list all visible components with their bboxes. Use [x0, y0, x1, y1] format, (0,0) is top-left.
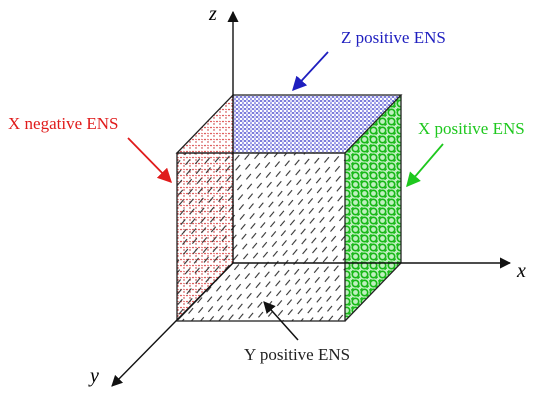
z-positive-arrow [292, 51, 329, 92]
z-positive-label: Z positive ENS [341, 28, 446, 47]
axes [111, 10, 512, 387]
y-axis-line [111, 262, 234, 387]
right-face [345, 95, 401, 321]
x-negative-arrow [127, 137, 173, 184]
x-positive-label: X positive ENS [418, 119, 525, 138]
x-axis-label: x [516, 260, 526, 282]
y-axis-label: y [88, 365, 99, 387]
cube [175, 94, 403, 322]
x-negative-label: X negative ENS [8, 114, 118, 133]
z-axis-label: z [208, 3, 217, 25]
y-positive-label: Y positive ENS [244, 345, 350, 364]
front-face [177, 153, 345, 321]
x-positive-arrow [406, 143, 444, 188]
y-positive-arrow [263, 301, 299, 341]
